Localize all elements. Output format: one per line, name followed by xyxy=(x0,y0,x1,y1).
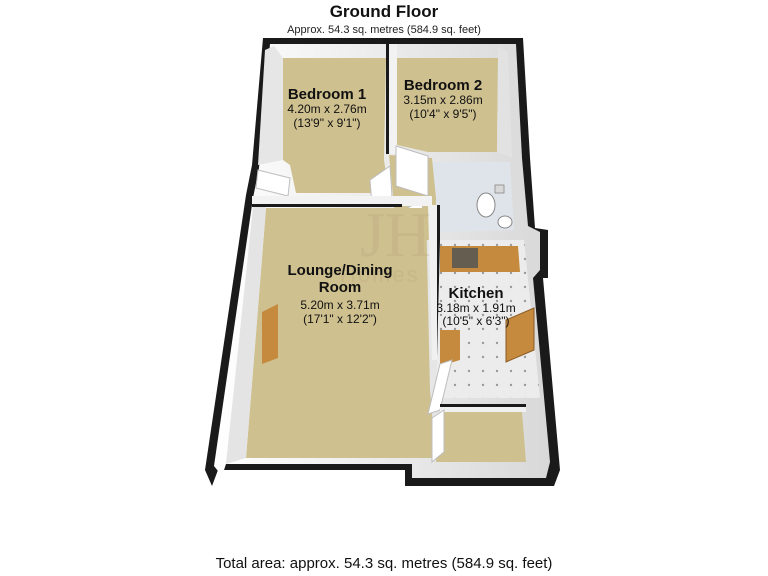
plan-title: Ground Floor xyxy=(330,2,439,21)
watermark-logo: JH xyxy=(360,199,431,270)
lounge-wall xyxy=(226,198,266,464)
lounge-dining-floor xyxy=(246,208,436,458)
bedroom-2-label: Bedroom 2 xyxy=(404,77,482,94)
bathroom-floor xyxy=(432,162,514,232)
kitchen-label: Kitchen xyxy=(448,285,503,302)
lobby-door xyxy=(431,409,445,464)
kitchen-worktop-side xyxy=(440,330,460,366)
sideboard xyxy=(262,304,278,364)
lounge-dining-label-line2: Room xyxy=(319,279,362,296)
bedroom-2-floor xyxy=(397,58,498,152)
kitchen-door xyxy=(505,307,535,363)
basin-icon xyxy=(497,215,513,229)
kitchen-metric: 3.18m x 1.91m xyxy=(436,301,515,315)
bedroom-2-wall xyxy=(497,46,512,158)
watermark-text: Homes xyxy=(340,262,420,287)
bedroom-2-metric: 3.15m x 2.86m xyxy=(403,93,482,107)
kitchen-imperial: (10'5" x 6'3") xyxy=(442,314,509,328)
bedroom-1-wall xyxy=(258,46,283,165)
bedroom-2-imperial: (10'4" x 9'5") xyxy=(409,107,476,121)
lounge-dining-label: Lounge/Dining xyxy=(288,262,393,279)
bedroom-partition xyxy=(386,44,397,154)
bedroom-1-imperial: (13'9" x 9'1") xyxy=(293,116,360,130)
bedroom-1-floor xyxy=(283,58,389,193)
lounge-dining-metric: 5.20m x 3.71m xyxy=(300,298,379,312)
bedroom-1-label: Bedroom 1 xyxy=(288,86,366,103)
lobby-floor xyxy=(436,412,526,462)
hob-icon xyxy=(452,248,478,268)
total-area: Total area: approx. 54.3 sq. metres (584… xyxy=(216,555,553,572)
bedroom-1-metric: 4.20m x 2.76m xyxy=(287,102,366,116)
toilet-icon xyxy=(476,192,496,218)
plan-subtitle: Approx. 54.3 sq. metres (584.9 sq. feet) xyxy=(287,24,481,36)
lounge-dining-imperial: (17'1" x 12'2") xyxy=(303,312,377,326)
